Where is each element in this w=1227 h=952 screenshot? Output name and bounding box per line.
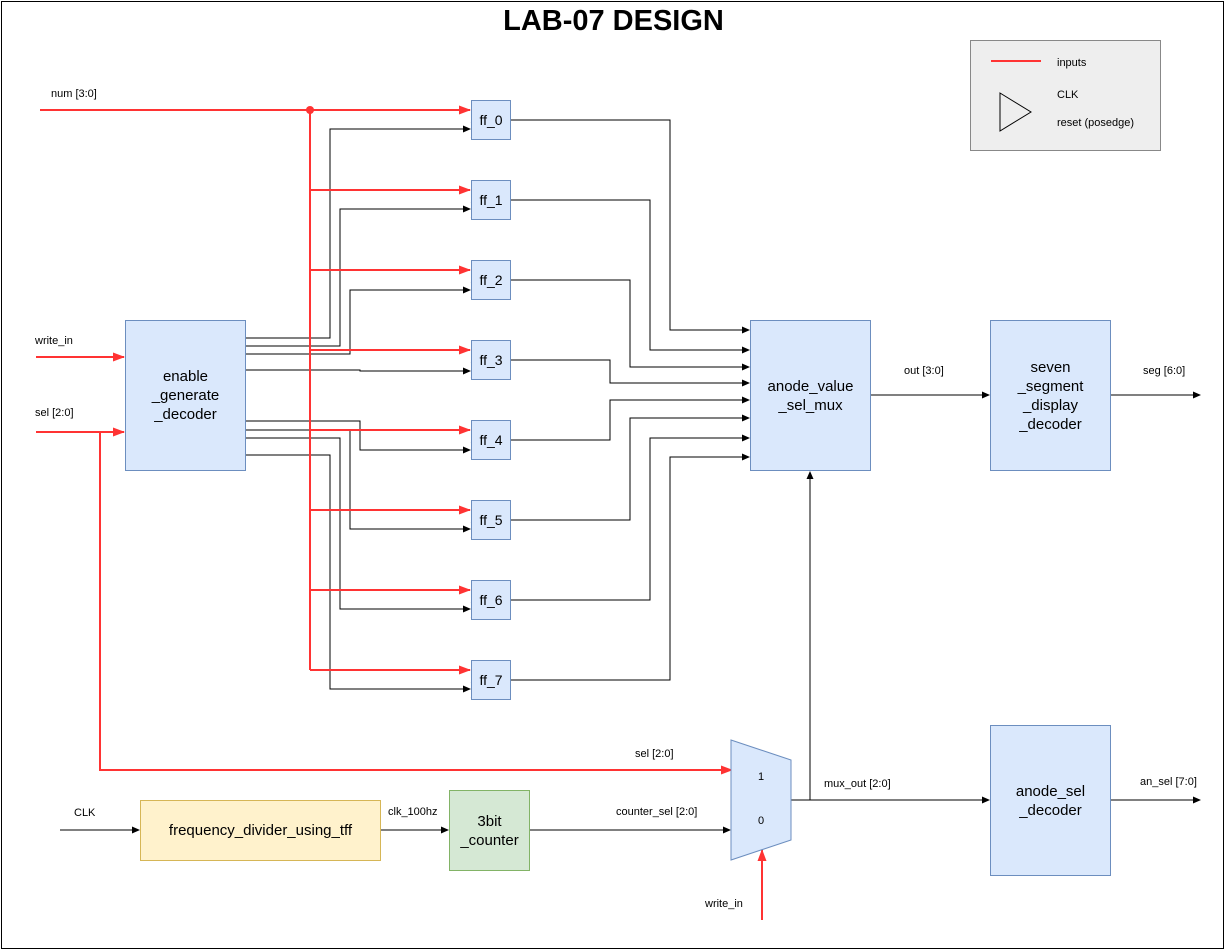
num-signal-label: num [3:0] bbox=[51, 88, 97, 100]
junction-dot bbox=[306, 106, 314, 114]
out-signal-label: out [3:0] bbox=[904, 365, 944, 377]
seven-segment-display-decoder-block: seven _segment _display _decoder bbox=[990, 320, 1111, 471]
mux-input-1-label: 1 bbox=[758, 771, 765, 783]
clk-signal-label: CLK bbox=[74, 807, 96, 819]
diagram-title: LAB-07 DESIGN bbox=[503, 5, 724, 37]
anode-sel-decoder-block: anode_sel _decoder bbox=[990, 725, 1111, 876]
anode-value-sel-mux-block: anode_value _sel_mux bbox=[750, 320, 871, 471]
legend-inputs-label: inputs bbox=[1057, 57, 1087, 69]
write-in-signal-label: write_in bbox=[35, 335, 73, 347]
enable-wires bbox=[246, 125, 471, 693]
write-in-mux-signal-label: write_in bbox=[705, 898, 743, 910]
enable-generate-decoder-block: enable _generate _decoder bbox=[125, 320, 246, 471]
ff-4-block: ff_4 bbox=[471, 420, 511, 460]
mux-input-0-label: 0 bbox=[758, 815, 765, 827]
legend-clk-label: CLK bbox=[1057, 89, 1079, 101]
ff-2-block: ff_2 bbox=[471, 260, 511, 300]
misc-wires bbox=[60, 391, 1201, 834]
seg-signal-label: seg [6:0] bbox=[1143, 365, 1186, 377]
3bit-counter-block: 3bit _counter bbox=[449, 790, 530, 871]
sel-signal-label: sel [2:0] bbox=[35, 407, 74, 419]
legend-reset-label: reset (posedge) bbox=[1057, 117, 1135, 129]
ff-5-block: ff_5 bbox=[471, 500, 511, 540]
legend-symbols bbox=[991, 60, 1041, 132]
ff-1-block: ff_1 bbox=[471, 180, 511, 220]
an-sel-signal-label: an_sel [7:0] bbox=[1140, 776, 1197, 788]
mux-out-signal-label: mux_out [2:0] bbox=[824, 778, 891, 790]
ff-output-wires bbox=[511, 119, 750, 681]
legend: inputs CLK reset (posedge) bbox=[970, 40, 1161, 151]
clock-triangle-icon bbox=[999, 92, 1032, 132]
frequency-divider-block: frequency_divider_using_tff bbox=[140, 800, 381, 861]
ff-3-block: ff_3 bbox=[471, 340, 511, 380]
ff-7-block: ff_7 bbox=[471, 660, 511, 700]
mux-shape bbox=[730, 739, 792, 861]
sel-mux-signal-label: sel [2:0] bbox=[635, 748, 674, 760]
clk-100hz-signal-label: clk_100hz bbox=[388, 806, 438, 818]
counter-sel-signal-label: counter_sel [2:0] bbox=[616, 806, 698, 818]
ff-0-block: ff_0 bbox=[471, 100, 511, 140]
ff-6-block: ff_6 bbox=[471, 580, 511, 620]
input-wires bbox=[36, 105, 767, 920]
